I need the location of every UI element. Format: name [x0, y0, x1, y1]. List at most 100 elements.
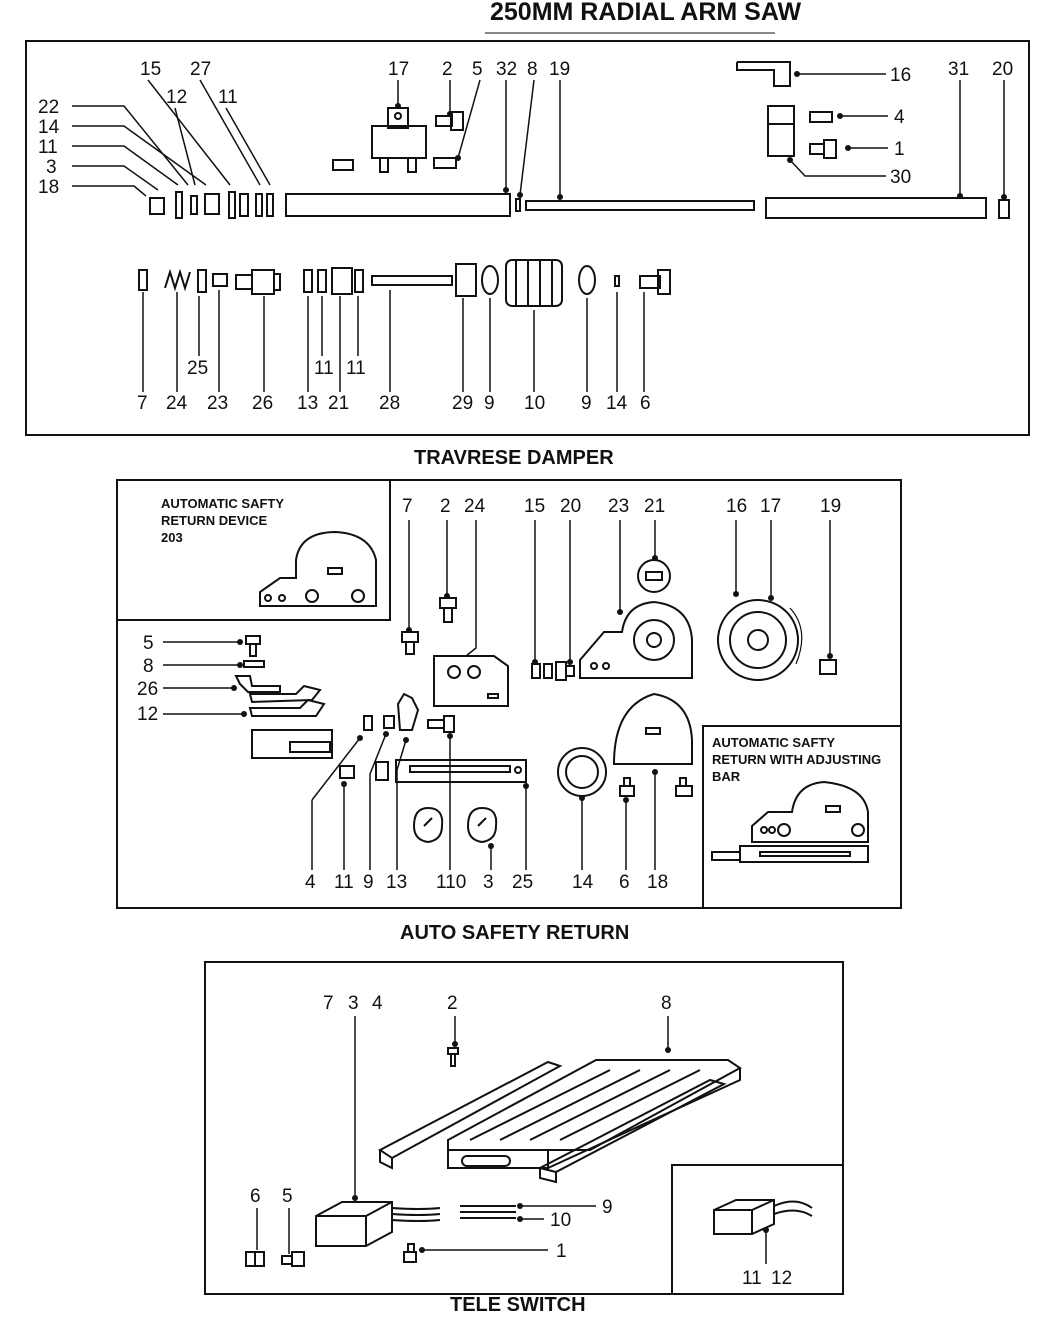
callout: 16 [726, 496, 747, 517]
callout: 11 [742, 1268, 762, 1289]
inset-adjusting-frame [702, 725, 902, 909]
section-caption-tele-switch: TELE SWITCH [450, 1294, 586, 1316]
asr-leaders [311, 520, 831, 870]
callout: 29 [452, 393, 473, 414]
callout: 25 [187, 358, 208, 379]
callout: 23 [608, 496, 629, 517]
tele-switch-labels: 7 3 4 2 8 6 5 9 10 1 11 12 [250, 993, 792, 1289]
callout: 6 [640, 393, 651, 414]
traverse-leaders-top [72, 73, 1005, 197]
callout: 32 [496, 59, 517, 80]
section-caption-auto-safety-return: AUTO SAFETY RETURN [400, 922, 629, 944]
callout: 9 [363, 872, 374, 893]
callout: 14 [572, 872, 594, 893]
callout: 4 [372, 993, 383, 1014]
callout: 11 [218, 87, 238, 108]
tele-switch-section: 7 3 4 2 8 6 5 9 10 1 11 12 [204, 961, 844, 1316]
callout: 23 [207, 393, 228, 414]
tele-switch-carriage [378, 1059, 742, 1184]
callout: 15 [524, 496, 545, 517]
tele-switch-inset-frame [671, 1164, 844, 1295]
callout: 7 [323, 993, 334, 1014]
callout: 24 [166, 393, 188, 414]
callout: 10 [550, 1210, 571, 1231]
auto-safety-return-section: AUTOMATIC SAFTY RETURN DEVICE 203 AUTOMA… [116, 479, 902, 944]
callout: 6 [619, 872, 630, 893]
callout: 8 [661, 993, 672, 1014]
callout: 15 [140, 59, 161, 80]
callout: 11 [346, 358, 366, 379]
traverse-parts-top [149, 61, 1010, 219]
callout: 13 [297, 393, 318, 414]
callout: 17 [388, 59, 409, 80]
callout: 8 [527, 59, 538, 80]
callout: 19 [820, 496, 841, 517]
callout: 22 [38, 97, 59, 118]
callout: 30 [890, 167, 911, 188]
inset-adjusting-drawing [711, 780, 869, 863]
callout: 2 [442, 59, 453, 80]
callout: 13 [386, 872, 407, 893]
callout: 14 [38, 117, 60, 138]
callout: 1 [556, 1241, 567, 1262]
callout: 17 [760, 496, 781, 517]
callout: 2 [447, 993, 458, 1014]
callout: 26 [137, 679, 158, 700]
auto-safety-return-frame [116, 479, 902, 909]
inset-device-line-3: 203 [161, 530, 183, 545]
inset-device-drawing [259, 530, 377, 607]
tele-switch-box [245, 1047, 813, 1267]
section-caption-traverse-damper: TRAVRESE DAMPER [414, 447, 614, 469]
callout: 25 [512, 872, 533, 893]
callout: 24 [464, 496, 486, 517]
callout: 5 [282, 1186, 293, 1207]
callout: 7 [137, 393, 148, 414]
callout: 14 [606, 393, 628, 414]
callout: 5 [143, 633, 154, 654]
callout: 20 [992, 59, 1013, 80]
callout: 7 [402, 496, 413, 517]
callout: 4 [305, 872, 316, 893]
inset-adjusting-line-3: BAR [712, 769, 741, 784]
page-title: 250MM RADIAL ARM SAW [490, 0, 802, 26]
callout: 20 [560, 496, 581, 517]
traverse-parts-bottom [138, 259, 671, 307]
callout: 3 [348, 993, 359, 1014]
traverse-leaders-bottom [142, 290, 645, 392]
callout: 11 [314, 358, 334, 379]
callout: 31 [948, 59, 969, 80]
inset-adjusting-line-2: RETURN WITH ADJUSTING [712, 752, 881, 767]
callout: 19 [549, 59, 570, 80]
callout: 9 [484, 393, 495, 414]
callout: 18 [647, 872, 668, 893]
callout: 4 [894, 107, 905, 128]
inset-device-line-2: RETURN DEVICE [161, 513, 268, 528]
callout: 12 [137, 704, 158, 725]
callout: 21 [328, 393, 349, 414]
auto-safety-labels: 7 2 24 15 20 23 21 16 17 19 5 8 26 12 4 … [137, 496, 841, 893]
tele-switch-leaders [256, 1016, 767, 1264]
callout: 2 [440, 496, 451, 517]
traverse-damper-section: 15 27 17 2 5 32 8 19 16 31 20 12 11 22 1… [25, 32, 1030, 469]
callout: 3 [483, 872, 494, 893]
callout: 12 [166, 87, 187, 108]
callout: 6 [250, 1186, 261, 1207]
callout: 10 [524, 393, 545, 414]
callout: 9 [581, 393, 592, 414]
inset-device-line-1: AUTOMATIC SAFTY [161, 496, 284, 511]
callout: 16 [890, 65, 911, 86]
inset-device-frame [116, 479, 391, 621]
traverse-damper-frame [25, 40, 1030, 436]
asr-middle-parts [339, 597, 575, 844]
callout: 8 [143, 656, 154, 677]
callout: 9 [602, 1197, 613, 1218]
callout: 11 [38, 137, 58, 158]
callout: 26 [252, 393, 273, 414]
callout: 11 [334, 872, 354, 893]
callout: 18 [38, 177, 59, 198]
asr-right-parts [557, 559, 837, 797]
inset-adjusting-line-1: AUTOMATIC SAFTY [712, 735, 835, 750]
callout: 21 [644, 496, 665, 517]
callout: 1 [894, 139, 905, 160]
